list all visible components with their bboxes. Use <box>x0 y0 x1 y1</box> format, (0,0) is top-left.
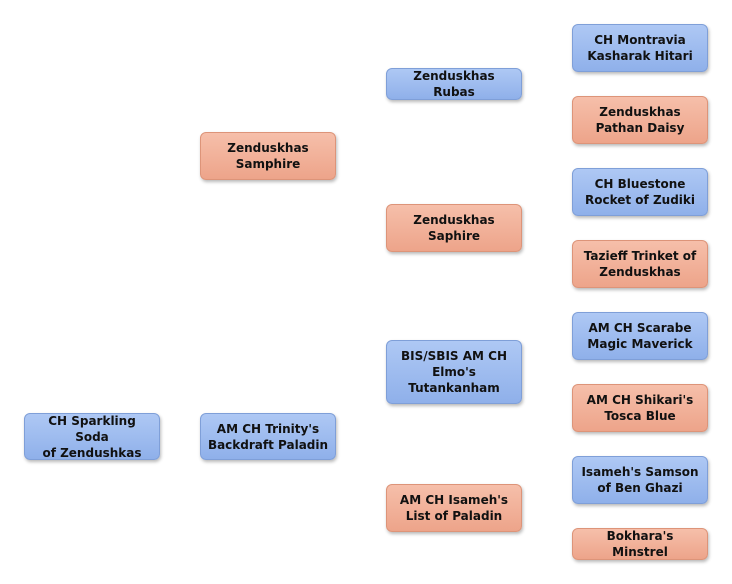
node-label: Isameh's Samson of Ben Ghazi <box>581 465 699 495</box>
node-label: Zenduskhas Pathan Daisy <box>595 105 685 135</box>
node-label: AM CH Scarabe Magic Maverick <box>587 321 693 351</box>
pedigree-node-sire-sire-sire: AM CH Scarabe Magic Maverick <box>572 312 708 360</box>
pedigree-node-dam-dam-dam: Tazieff Trinket of Zenduskhas <box>572 240 708 288</box>
node-label: Zenduskhas Samphire <box>227 141 309 171</box>
pedigree-node-dam-dam-sire: CH Bluestone Rocket of Zudiki <box>572 168 708 216</box>
node-label: CH Bluestone Rocket of Zudiki <box>585 177 695 207</box>
node-label: BIS/SBIS AM CH Elmo's Tutankanham <box>401 349 507 395</box>
pedigree-node-dam-sire: Zenduskhas Rubas <box>386 68 522 100</box>
node-label: CH Montravia Kasharak Hitari <box>587 33 693 63</box>
pedigree-node-sire-dam-sire: Isameh's Samson of Ben Ghazi <box>572 456 708 504</box>
node-label: Zenduskhas Rubas <box>413 69 495 99</box>
pedigree-node-subject: CH Sparkling Soda of Zendushkas <box>24 413 160 460</box>
pedigree-node-sire-dam: AM CH Isameh's List of Paladin <box>386 484 522 532</box>
node-label: Zenduskhas Saphire <box>413 213 495 243</box>
pedigree-node-dam: Zenduskhas Samphire <box>200 132 336 180</box>
pedigree-node-sire-dam-dam: Bokhara's Minstrel <box>572 528 708 560</box>
pedigree-node-sire-sire-dam: AM CH Shikari's Tosca Blue <box>572 384 708 432</box>
pedigree-node-dam-dam: Zenduskhas Saphire <box>386 204 522 252</box>
node-label: AM CH Trinity's Backdraft Paladin <box>207 421 329 452</box>
node-label: AM CH Shikari's Tosca Blue <box>586 393 694 423</box>
node-label: Bokhara's Minstrel <box>606 529 674 559</box>
pedigree-node-sire: AM CH Trinity's Backdraft Paladin <box>200 413 336 460</box>
pedigree-node-sire-sire: BIS/SBIS AM CH Elmo's Tutankanham <box>386 340 522 404</box>
node-label: AM CH Isameh's List of Paladin <box>399 493 509 523</box>
node-label: CH Sparkling Soda of Zendushkas <box>42 413 142 460</box>
pedigree-node-dam-sire-dam: Zenduskhas Pathan Daisy <box>572 96 708 144</box>
node-label: Tazieff Trinket of Zenduskhas <box>583 249 697 279</box>
pedigree-node-dam-sire-sire: CH Montravia Kasharak Hitari <box>572 24 708 72</box>
